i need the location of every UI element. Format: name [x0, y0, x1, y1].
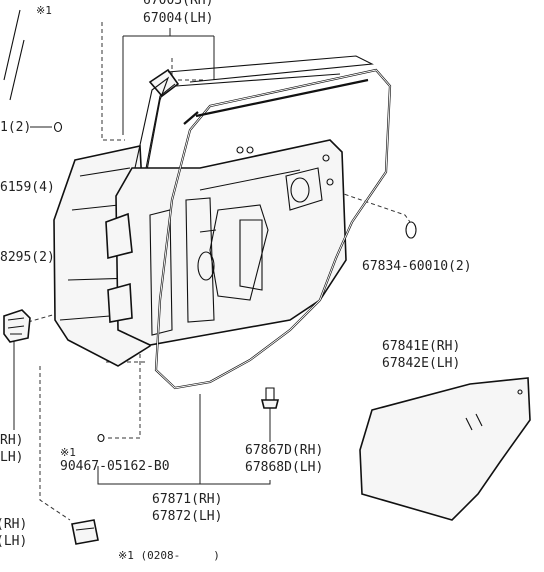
label-67003: 67003(RH) — [143, 0, 213, 8]
part-labels: ※1 67003(RH) 67004(LH) 1(2) 6159(4) 8295… — [0, 0, 472, 562]
label-67841E: 67841E(RH) — [382, 339, 460, 354]
label-67871: 67871(RH) — [152, 492, 222, 507]
bolt-icon — [53, 121, 63, 133]
door-glass-sheet — [359, 377, 531, 521]
hole-plug-icon — [405, 221, 417, 239]
label-lock-lh: LH) — [0, 450, 23, 465]
label-67842E: 67842E(LH) — [382, 356, 460, 371]
door-edge-arc — [3, 9, 25, 101]
label-67004: 67004(LH) — [143, 11, 213, 26]
label-67867D: 67867D(RH) — [245, 443, 323, 458]
asterisk-top-label: ※1 — [36, 4, 52, 17]
label-8295: 8295(2) — [0, 250, 55, 265]
label-bottom-rh: (RH) — [0, 517, 27, 532]
clip-icon — [97, 433, 105, 443]
label-67872: 67872(LH) — [152, 509, 222, 524]
bottom-cap-icon — [71, 519, 99, 545]
label-67868D: 67868D(LH) — [245, 460, 323, 475]
label-lock-rh: RH) — [0, 433, 23, 448]
label-67834: 67834-60010(2) — [362, 259, 472, 274]
asterisk-90467-label: ※1 — [60, 446, 76, 459]
door-weatherstrip — [154, 68, 392, 390]
label-90467: 90467-05162-B0 — [60, 459, 170, 474]
label-6159: 6159(4) — [0, 180, 55, 195]
label-bolt-qty: 1(2) — [0, 120, 31, 135]
footnote: ※1 (0208- ) — [118, 549, 220, 562]
retainer-clip-icon — [260, 387, 280, 409]
door-lock-icon — [3, 309, 31, 343]
label-bottom-lh: (LH) — [0, 534, 27, 549]
